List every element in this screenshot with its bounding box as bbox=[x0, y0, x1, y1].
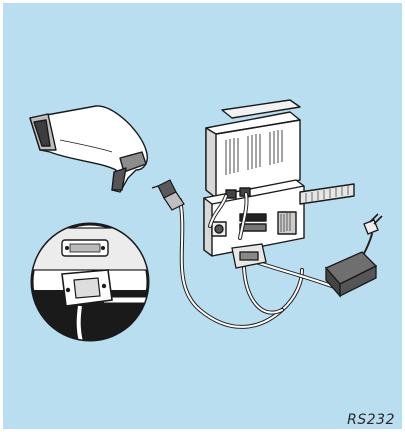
illustration-panel bbox=[3, 3, 402, 429]
db9-connector bbox=[231, 243, 267, 269]
scanner-cable-plug bbox=[151, 179, 185, 211]
computer-terminal bbox=[203, 99, 355, 257]
diagram-caption: RS232 bbox=[347, 412, 395, 428]
power-adapter bbox=[324, 213, 383, 298]
detail-magnifier bbox=[30, 222, 150, 342]
barcode-scanner bbox=[29, 105, 148, 193]
